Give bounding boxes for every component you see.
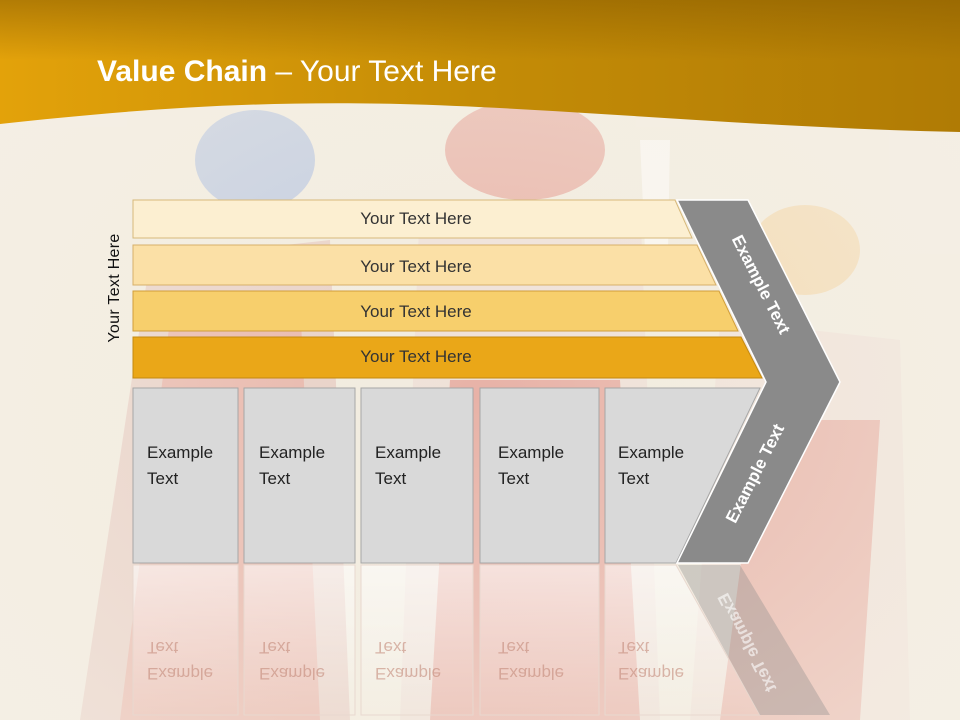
box-reflection (360, 564, 474, 716)
box-reflection (132, 564, 239, 716)
box-2 (243, 387, 356, 564)
box-4-line1: Example (498, 443, 564, 462)
boxes-group: Example Text Example Text Example Text E… (132, 387, 761, 564)
box-5-line2: Text (618, 469, 649, 488)
box-3-reflection-line1: Example (375, 664, 441, 683)
bar-4 (132, 336, 763, 379)
box-5 (604, 387, 761, 564)
diagram-reflection (132, 564, 830, 716)
bar-1-label: Your Text Here (360, 209, 472, 228)
box-5-reflection-line1: Example (618, 664, 684, 683)
arrow-reflection (678, 565, 830, 715)
box-2-line1: Example (259, 443, 325, 462)
box-1-reflection-line2: Text (147, 638, 178, 657)
chevron-shape (675, 199, 841, 564)
bar-1 (132, 199, 693, 239)
box-3 (360, 387, 474, 564)
box-reflection (243, 564, 356, 716)
box-3-line1: Example (375, 443, 441, 462)
bar-4-label: Your Text Here (360, 347, 472, 366)
slide-title-bold: Value Chain (97, 55, 268, 88)
box-4-line2: Text (498, 469, 529, 488)
box-2-line2: Text (259, 469, 290, 488)
box-1-line2: Text (147, 469, 178, 488)
bar-3-label: Your Text Here (360, 302, 472, 321)
box-4 (479, 387, 600, 564)
box-5-line1: Example (618, 443, 684, 462)
box-reflection (479, 564, 600, 716)
box-1-reflection-line1: Example (147, 664, 213, 683)
box-3-reflection-line2: Text (375, 638, 406, 657)
box-1-line1: Example (147, 443, 213, 462)
bar-3 (132, 290, 739, 332)
box-5-reflection-line2: Text (618, 638, 649, 657)
box-4-reflection-line1: Example (498, 664, 564, 683)
box-reflection (604, 564, 761, 716)
box-4-reflection-line2: Text (498, 638, 529, 657)
box-2-reflection-line1: Example (259, 664, 325, 683)
bar-2 (132, 244, 717, 286)
slide-title: Value Chain – Your Text Here (97, 55, 497, 89)
box-1 (132, 387, 239, 564)
bar-2-label: Your Text Here (360, 257, 472, 276)
box-2-reflection-line2: Text (259, 638, 290, 657)
bars-group: Your Text Here Your Text Here Your Text … (132, 199, 763, 379)
box-3-line2: Text (375, 469, 406, 488)
slide-title-rest: – Your Text Here (267, 55, 497, 88)
